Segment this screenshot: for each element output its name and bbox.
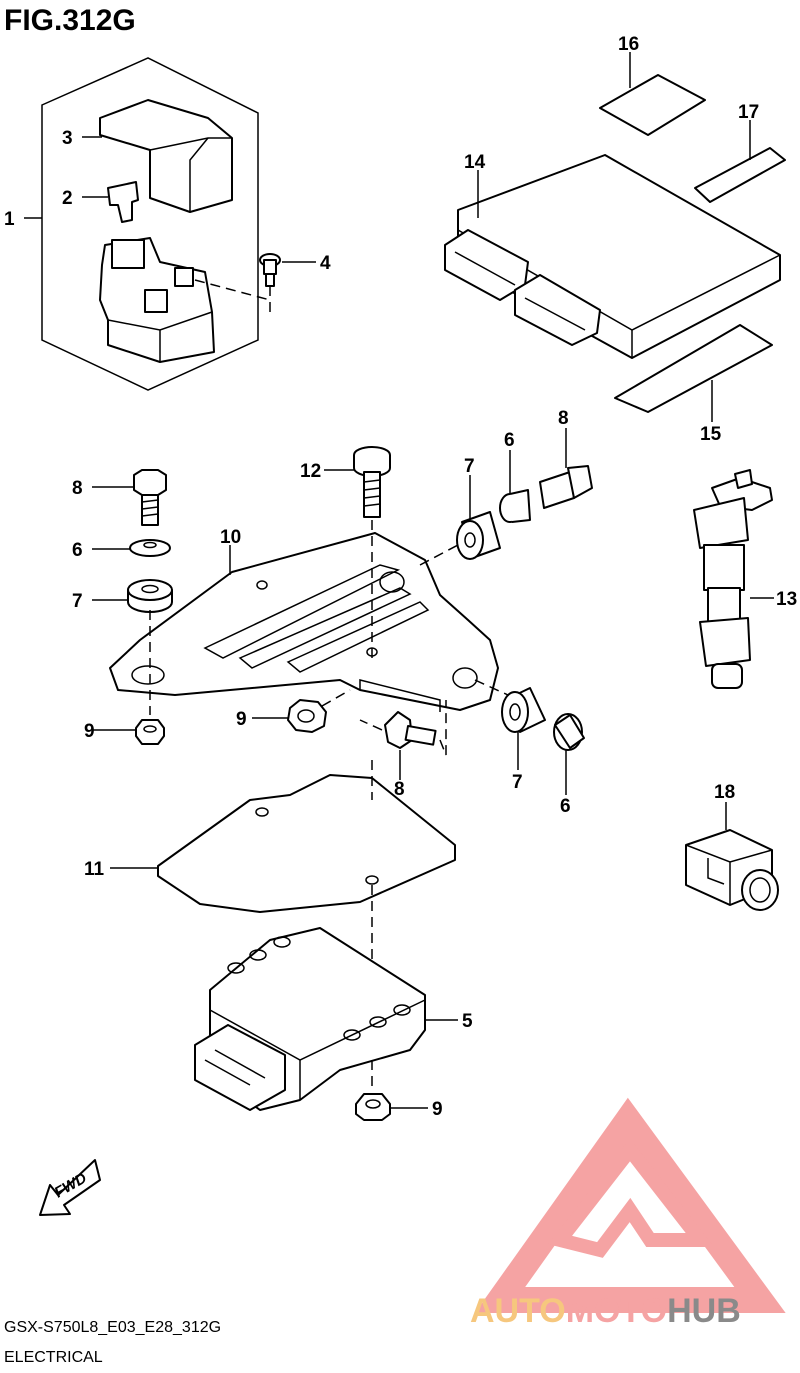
callout-3: 3: [62, 128, 73, 149]
callout-9-middle: 9: [236, 709, 247, 730]
assembly-1-frame: [41, 57, 259, 391]
footer-code: GSX-S750L8_E03_E28_312G: [4, 1319, 221, 1336]
left-bolt-stack: [127, 469, 173, 745]
lower-right-stack: [474, 679, 585, 751]
callout-8-upper: 8: [558, 408, 569, 429]
connector-18: [685, 829, 779, 911]
callout-14: 14: [464, 152, 486, 173]
callout-5: 5: [462, 1011, 473, 1032]
regulator-connector: [194, 1024, 286, 1111]
leader-lines: [24, 52, 774, 1109]
callout-2: 2: [62, 188, 73, 209]
ignition-coil: [693, 469, 773, 689]
callout-13: 13: [776, 589, 797, 610]
middle-fasteners: [287, 689, 447, 756]
watermark-inner-mark: [547, 1138, 715, 1258]
callout-1: 1: [4, 209, 15, 230]
pad-15: [614, 324, 773, 413]
callouts: 1 2 3 4 5 6 6 6 7 7 7 8 8 8 9 9 9 10 11 …: [4, 34, 797, 1120]
footer-section: ELECTRICAL: [4, 1349, 103, 1366]
pad-16: [599, 74, 706, 136]
watermark-text: AUTOMOTOHUB: [470, 1292, 741, 1330]
nut-bottom: [355, 1060, 391, 1121]
watermark-moto: MOTO: [566, 1292, 667, 1330]
callout-8-left: 8: [72, 478, 83, 499]
watermark-auto: AUTO: [470, 1292, 566, 1330]
callout-8-middle: 8: [394, 779, 405, 800]
callout-6-left: 6: [72, 540, 83, 561]
callout-7-left: 7: [72, 591, 83, 612]
watermark-triangle: [474, 1097, 786, 1313]
fwd-arrow: FWD: [39, 1159, 101, 1216]
callout-6-upper: 6: [504, 430, 515, 451]
callout-18: 18: [714, 782, 735, 803]
ecm-unit: [444, 154, 781, 359]
bracket-plate: [109, 532, 499, 711]
callout-9-left: 9: [84, 721, 95, 742]
callout-7-upper: 7: [464, 456, 475, 477]
watermark-hub: HUB: [667, 1292, 741, 1330]
automotohub-watermark: AUTOMOTOHUB: [470, 1097, 786, 1330]
bolt-12: [353, 446, 391, 660]
callout-6-lower: 6: [560, 796, 571, 817]
callout-11: 11: [84, 859, 105, 880]
pad-17: [694, 147, 786, 203]
bolt-left: [133, 469, 167, 496]
insulator-plate-11: [157, 774, 456, 913]
callout-15: 15: [700, 424, 722, 445]
callout-9-bottom: 9: [432, 1099, 443, 1120]
screw-4: [259, 253, 281, 287]
plate-hole-b: [365, 875, 379, 885]
nut-middle: [287, 699, 327, 733]
callout-7-lower: 7: [512, 772, 523, 793]
mounting-bracket: [109, 532, 499, 712]
figure-title: FIG.312G: [4, 4, 136, 37]
upper-right-stack: [419, 465, 593, 566]
regulator-rectifier: [194, 927, 426, 1111]
callout-4: 4: [320, 253, 331, 274]
callout-12: 12: [300, 461, 321, 482]
plate-hole-a: [255, 807, 269, 817]
fuse: [107, 181, 139, 223]
relay-cover: [99, 99, 233, 213]
callout-16: 16: [618, 34, 639, 55]
callout-10: 10: [220, 527, 241, 548]
part-1-relay-assembly: [41, 57, 281, 391]
callout-17: 17: [738, 102, 759, 123]
